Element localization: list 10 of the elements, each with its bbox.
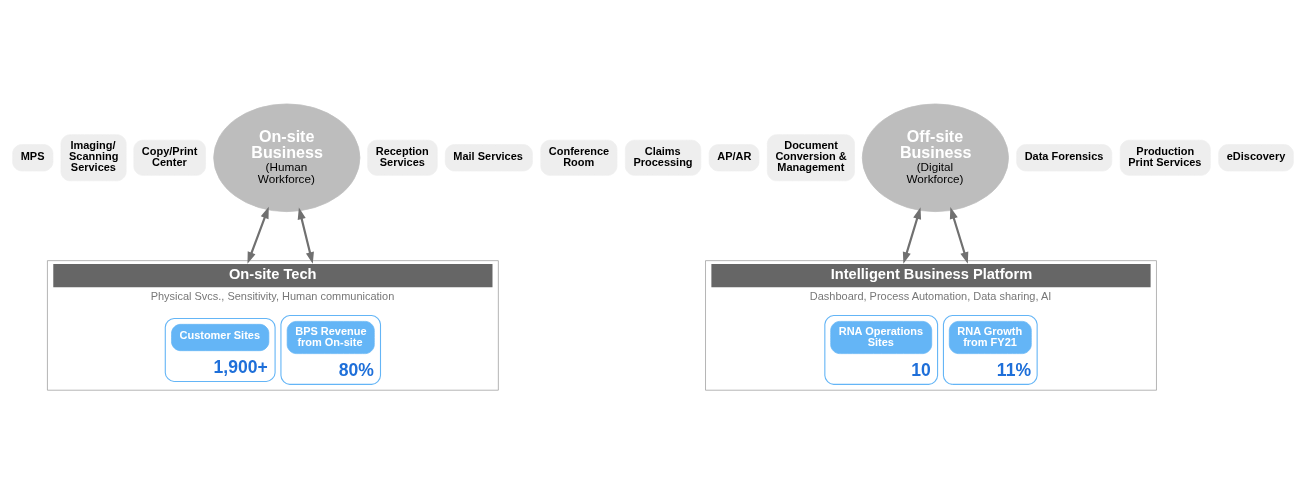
arrow [949,207,969,264]
node-box: RNA Growth from FY21 [948,321,1032,354]
node-box: RNA Operations Sites [830,321,933,354]
node-ellipse: Off-site Business (Digital Workforce) [861,103,1009,212]
arrow [247,206,269,264]
node-box: Customer Sites [171,323,270,352]
node-ellipse: On-site Business (Human Workforce) [213,103,361,212]
arrow [902,207,922,264]
arrow [297,207,314,264]
node-box: BPS Revenue from On-site [286,321,375,354]
